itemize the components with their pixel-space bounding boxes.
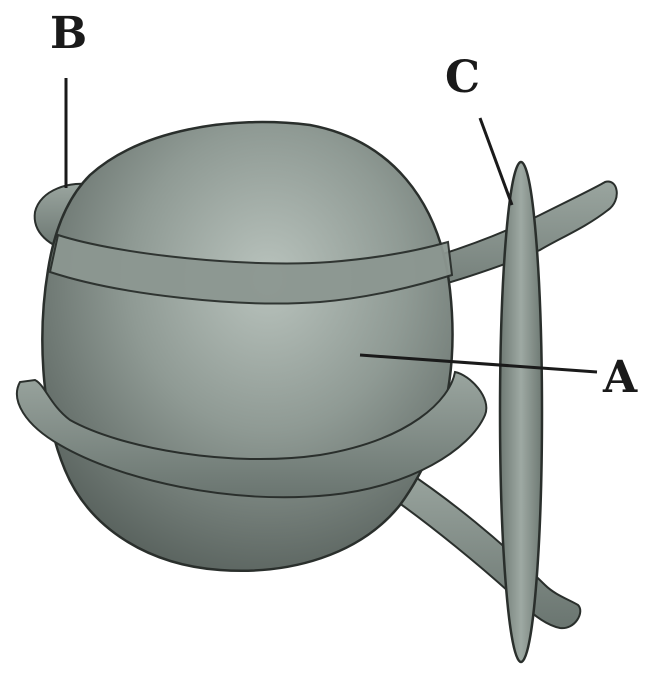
label-c: C	[445, 52, 480, 103]
leader-line-c	[480, 118, 512, 205]
disc-c	[500, 162, 542, 662]
histone-core	[42, 122, 452, 571]
exit-strand	[395, 470, 580, 628]
label-a: A	[602, 352, 638, 403]
label-b: B	[50, 8, 87, 59]
